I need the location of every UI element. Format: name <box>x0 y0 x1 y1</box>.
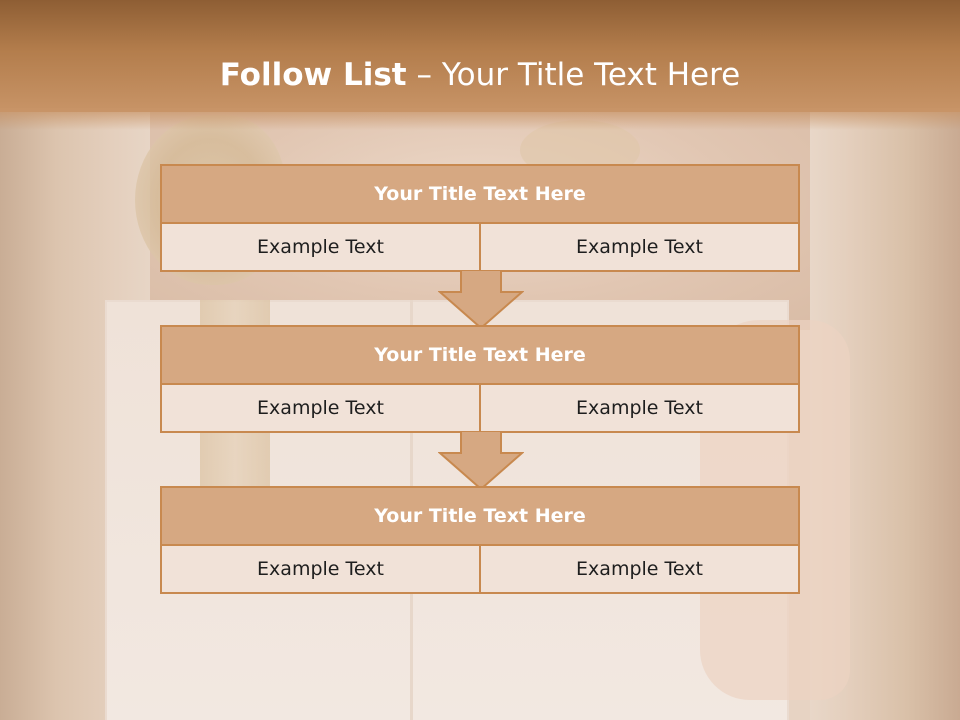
block-cell-left: Example Text <box>162 224 479 270</box>
block-cell-right: Example Text <box>479 224 798 270</box>
title-banner-fade <box>0 108 960 130</box>
slide-title-rest: – Your Title Text Here <box>406 57 741 93</box>
title-banner <box>0 0 960 112</box>
slide-title-bold: Follow List <box>219 57 407 93</box>
block-header: Your Title Text Here <box>162 166 798 224</box>
block-cell-right: Example Text <box>479 385 798 431</box>
block-cell-left: Example Text <box>162 385 479 431</box>
follow-block-1: Your Title Text Here Example Text Exampl… <box>160 164 800 272</box>
block-header: Your Title Text Here <box>162 327 798 385</box>
block-header: Your Title Text Here <box>162 488 798 546</box>
down-arrow-icon <box>438 270 524 330</box>
block-cell-left: Example Text <box>162 546 479 592</box>
block-row: Example Text Example Text <box>162 224 798 270</box>
block-row: Example Text Example Text <box>162 385 798 431</box>
follow-block-2: Your Title Text Here Example Text Exampl… <box>160 325 800 433</box>
block-cell-right: Example Text <box>479 546 798 592</box>
block-row: Example Text Example Text <box>162 546 798 592</box>
slide-title: Follow List – Your Title Text Here <box>0 52 960 98</box>
follow-block-3: Your Title Text Here Example Text Exampl… <box>160 486 800 594</box>
down-arrow-icon <box>438 431 524 491</box>
